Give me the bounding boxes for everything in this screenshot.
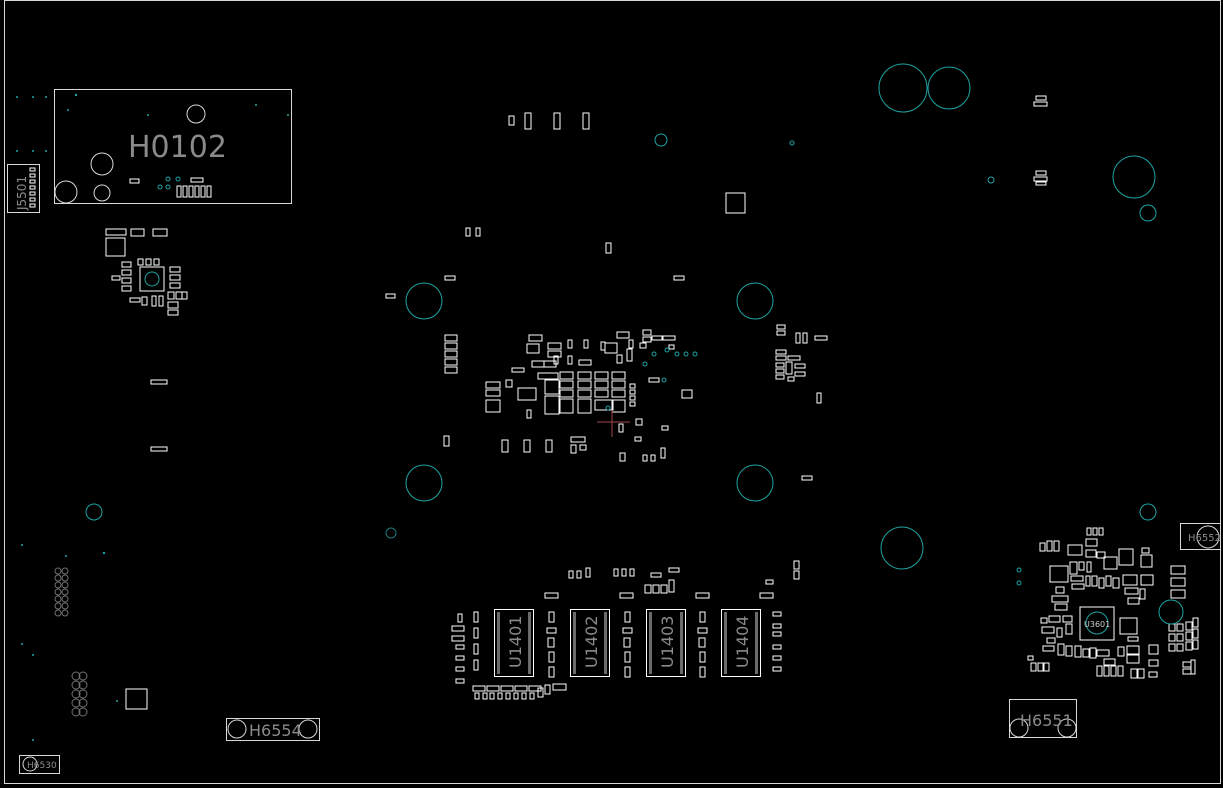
h6554-label: H6554 bbox=[249, 721, 302, 740]
cpu-right-parts bbox=[775, 324, 828, 481]
mount-hole bbox=[654, 133, 668, 147]
dram-u1404[interactable]: U1404 bbox=[721, 609, 761, 677]
component-h6552[interactable]: H6552 bbox=[1180, 523, 1221, 550]
u3601-label: U3601 bbox=[1084, 620, 1110, 629]
dram-u1401[interactable]: U1401 bbox=[494, 609, 534, 677]
h0102-smd bbox=[129, 178, 140, 184]
top-right-holes bbox=[878, 63, 1157, 570]
h0102-hole bbox=[54, 180, 78, 204]
h0102-hole bbox=[93, 184, 111, 202]
left-ic-small bbox=[125, 688, 148, 710]
top-right-parts bbox=[1033, 95, 1048, 186]
left-via-column bbox=[54, 567, 88, 717]
cpu-component-cluster[interactable] bbox=[443, 329, 693, 462]
dram-support-parts bbox=[451, 560, 800, 700]
h0102-outline bbox=[54, 89, 292, 204]
u3601-chip[interactable]: U3601 bbox=[1084, 611, 1110, 635]
left-smd-parts bbox=[150, 379, 168, 452]
component-h6554[interactable]: H6554 bbox=[226, 718, 320, 741]
u3601-ring bbox=[1085, 611, 1109, 635]
cpu-mount-holes bbox=[385, 282, 774, 539]
via bbox=[789, 140, 795, 146]
u1402-label: U1402 bbox=[582, 616, 601, 668]
component-h6530[interactable]: H6530 bbox=[19, 755, 60, 774]
h0102-smd bbox=[190, 177, 204, 183]
component-cluster-top-left[interactable] bbox=[105, 228, 188, 316]
mount-hole bbox=[85, 503, 103, 521]
h0102-pin-row bbox=[176, 185, 212, 198]
dram-u1402[interactable]: U1402 bbox=[570, 609, 610, 677]
h6530-label: H6530 bbox=[27, 761, 57, 771]
h6552-label: H6552 bbox=[1188, 533, 1221, 544]
h6551-label: H6551 bbox=[1020, 711, 1073, 730]
cpu-vias bbox=[605, 347, 698, 411]
j5501-label: J5501 bbox=[15, 176, 29, 211]
u1403-label: U1403 bbox=[658, 616, 677, 668]
h0102-hole bbox=[90, 152, 114, 176]
component-j5501[interactable]: J5501 bbox=[7, 164, 40, 213]
component-h6551[interactable]: H6551 bbox=[1009, 699, 1077, 738]
j5501-pins bbox=[29, 167, 36, 208]
j5501-outline bbox=[7, 164, 40, 213]
component-cluster-right[interactable] bbox=[1027, 527, 1199, 679]
left-edge-vias bbox=[16, 93, 289, 741]
top-center-parts bbox=[385, 112, 746, 299]
h0102-label: H0102 bbox=[128, 130, 227, 165]
origin-marker bbox=[597, 410, 630, 437]
h0102-hole bbox=[186, 104, 206, 124]
component-h0102[interactable]: H0102 bbox=[54, 89, 292, 204]
h0102-vias bbox=[157, 176, 181, 190]
u1401-label: U1401 bbox=[506, 616, 525, 668]
dram-u1403[interactable]: U1403 bbox=[646, 609, 686, 677]
right-cluster-vias bbox=[1016, 567, 1184, 625]
u1404-label: U1404 bbox=[733, 616, 752, 668]
